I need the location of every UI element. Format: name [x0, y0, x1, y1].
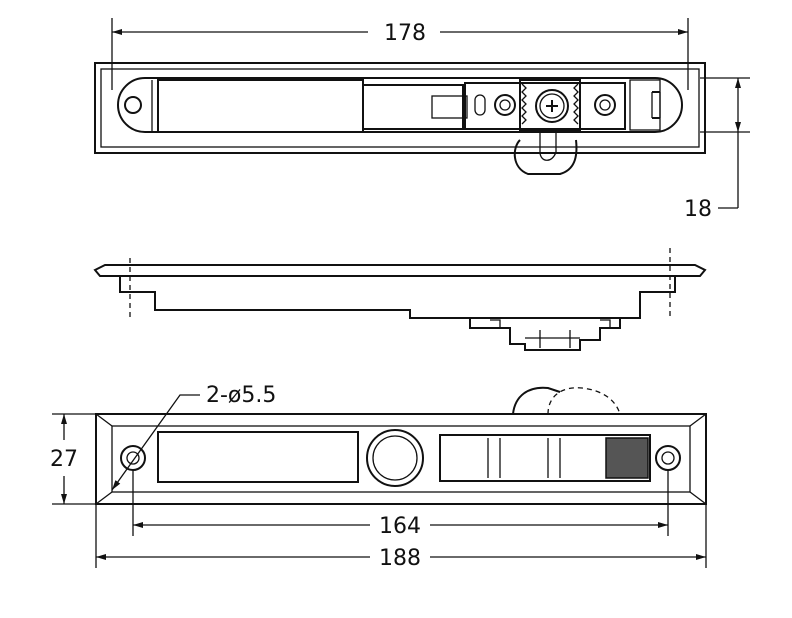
bottom-round-button [366, 429, 424, 487]
bottom-left-slot [157, 431, 359, 483]
dim-top-height: 18 [684, 197, 712, 222]
dim-hole-spec: 2-ø5.5 [206, 383, 276, 408]
bottom-latch-window [439, 434, 651, 482]
dim-hole-spacing: 164 [379, 514, 421, 539]
bottom-view-frame [95, 413, 707, 505]
top-latch-body [464, 82, 626, 130]
bottom-dark-block [605, 437, 649, 479]
top-screw-head [535, 89, 569, 123]
top-view: 178 18 [94, 18, 750, 222]
top-view-frame [94, 62, 706, 154]
dim-bottom-height: 27 [50, 447, 78, 472]
bottom-view: 27 2-ø5.5 164 188 [50, 383, 707, 571]
side-view-latch [469, 318, 621, 351]
top-mid-block [362, 84, 464, 130]
side-view-flange [93, 264, 707, 277]
side-view-body [119, 276, 676, 319]
bottom-right-hole [655, 445, 681, 471]
dim-top-width: 178 [384, 21, 426, 46]
top-left-slot [157, 79, 364, 133]
top-latch-hook [513, 139, 578, 175]
top-view-plate [117, 77, 683, 133]
side-view [93, 248, 707, 351]
top-screw-cross [546, 100, 558, 112]
top-left-hole [124, 96, 142, 114]
top-serrated-cam [519, 79, 581, 131]
top-latch-bolt-right [594, 94, 616, 116]
bottom-hook-dashed [547, 387, 621, 415]
bottom-hook [512, 386, 561, 415]
dim-overall-width: 188 [379, 546, 421, 571]
top-view-inner-frame [100, 68, 700, 148]
top-latch-bolt-left [494, 94, 516, 116]
